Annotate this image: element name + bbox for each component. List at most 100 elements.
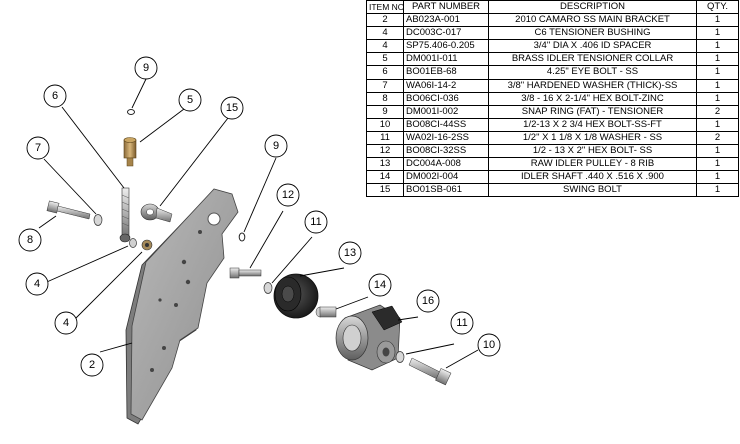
item-cell: 4 bbox=[366, 39, 404, 54]
washer-11-part bbox=[263, 282, 273, 294]
balloon-14: 14 bbox=[368, 273, 392, 297]
description-header: DESCRIPTION bbox=[488, 0, 697, 15]
svg-text:12: 12 bbox=[282, 189, 294, 201]
part-number-cell: SP75.406-0.205 bbox=[403, 39, 489, 54]
qty-cell: 1 bbox=[696, 144, 739, 159]
part-number-cell: WA06I-14-2 bbox=[403, 78, 489, 93]
description-cell: 4.25" EYE BOLT - SS bbox=[488, 65, 697, 80]
part-number-cell: DC003C-017 bbox=[403, 26, 489, 41]
item-cell: 13 bbox=[366, 157, 404, 172]
svg-text:4: 4 bbox=[34, 278, 40, 290]
idler-pulley-part bbox=[273, 273, 319, 319]
qty-cell: 1 bbox=[696, 117, 739, 132]
bom-header-row: ITEM NO. PART NUMBER DESCRIPTION QTY. bbox=[366, 0, 739, 15]
balloon-16: 16 bbox=[416, 289, 440, 313]
hex-bolt-8-part bbox=[46, 200, 91, 220]
qty-header: QTY. bbox=[696, 0, 739, 15]
part-number-cell: BO08CI-32SS bbox=[403, 144, 489, 159]
leader-lines bbox=[38, 78, 479, 369]
item-cell: 9 bbox=[366, 104, 404, 119]
balloon-9b: 9 bbox=[264, 134, 288, 158]
item-cell: 2 bbox=[366, 13, 404, 28]
qty-cell: 2 bbox=[696, 130, 739, 146]
balloon-10: 10 bbox=[477, 333, 501, 357]
idler-shaft-part bbox=[315, 306, 337, 318]
svg-text:11: 11 bbox=[456, 317, 467, 329]
qty-cell: 1 bbox=[696, 78, 739, 93]
svg-text:6: 6 bbox=[52, 90, 58, 102]
description-cell: BRASS IDLER TENSIONER COLLAR bbox=[488, 52, 697, 67]
item-cell: 4 bbox=[366, 26, 404, 41]
description-cell: 1/2" X 1 1/8 X 1/8 WASHER - SS bbox=[488, 130, 697, 146]
balloon-7: 7 bbox=[26, 136, 50, 160]
part-number-cell: AB023A-001 bbox=[403, 13, 489, 28]
item-cell: 6 bbox=[366, 65, 404, 80]
balloon-8: 8 bbox=[18, 228, 42, 252]
description-cell: IDLER SHAFT .440 X .516 X .900 bbox=[488, 170, 697, 185]
balloon-5: 5 bbox=[178, 88, 202, 112]
qty-cell: 1 bbox=[696, 52, 739, 67]
part-number-cell: DC004A-008 bbox=[403, 157, 489, 172]
description-cell: 3/8" HARDENED WASHER (THICK)-SS bbox=[488, 78, 697, 93]
svg-text:11: 11 bbox=[310, 216, 321, 228]
balloon-11b: 11 bbox=[450, 311, 474, 335]
balloon-2: 2 bbox=[80, 353, 104, 377]
tensioner-part bbox=[335, 304, 403, 371]
balloon-13: 13 bbox=[338, 241, 362, 265]
hex-bolt-10-part bbox=[408, 357, 452, 386]
description-cell: 1/2-13 X 2 3/4 HEX BOLT-SS-FT bbox=[488, 117, 697, 132]
description-cell: 3/8 - 16 X 2-1/4" HEX BOLT-ZINC bbox=[488, 91, 697, 106]
svg-text:7: 7 bbox=[35, 142, 41, 154]
balloon-6: 6 bbox=[43, 84, 67, 108]
description-cell: C6 TENSIONER BUSHING bbox=[488, 26, 697, 41]
item-no-header: ITEM NO. bbox=[366, 0, 404, 15]
qty-cell: 1 bbox=[696, 39, 739, 54]
hex-bolt-12-part bbox=[229, 267, 262, 279]
description-cell: RAW IDLER PULLEY - 8 RIB bbox=[488, 157, 697, 172]
bushing-part bbox=[141, 239, 153, 251]
description-cell: SNAP RING (FAT) - TENSIONER bbox=[488, 104, 697, 119]
snap-ring-part bbox=[127, 109, 135, 115]
qty-cell: 2 bbox=[696, 104, 739, 119]
part-number-cell: DM001I-011 bbox=[403, 52, 489, 67]
qty-cell: 1 bbox=[696, 183, 739, 198]
part-number-cell: BO08CI-44SS bbox=[403, 117, 489, 132]
svg-text:4: 4 bbox=[63, 317, 69, 329]
washer-7-part bbox=[93, 214, 103, 226]
qty-cell: 1 bbox=[696, 13, 739, 28]
item-cell: 14 bbox=[366, 170, 404, 185]
svg-text:5: 5 bbox=[187, 94, 193, 106]
qty-cell: 1 bbox=[696, 157, 739, 172]
part-number-cell: DM002I-004 bbox=[403, 170, 489, 185]
item-cell: 5 bbox=[366, 52, 404, 67]
balloon-11a: 11 bbox=[304, 210, 328, 234]
part-number-header: PART NUMBER bbox=[403, 0, 489, 15]
svg-text:10: 10 bbox=[483, 339, 495, 351]
part-number-cell: WA02I-16-2SS bbox=[403, 130, 489, 146]
part-number-cell: BO06CI-036 bbox=[403, 91, 489, 106]
spacer-part bbox=[129, 238, 137, 248]
eye-bolt-part bbox=[119, 187, 131, 243]
balloon-9a: 9 bbox=[134, 56, 158, 80]
snap-ring-2-part bbox=[238, 232, 246, 242]
item-cell: 12 bbox=[366, 144, 404, 159]
balloon-15: 15 bbox=[220, 96, 244, 120]
description-cell: SWING BOLT bbox=[488, 183, 697, 198]
part-number-cell: DM001I-002 bbox=[403, 104, 489, 119]
item-cell: 11 bbox=[366, 130, 404, 146]
balloon-12: 12 bbox=[276, 183, 300, 207]
swing-bolt-part bbox=[140, 203, 173, 223]
item-cell: 10 bbox=[366, 117, 404, 132]
main-bracket-part bbox=[125, 188, 239, 425]
part-number-cell: BO01SB-061 bbox=[403, 183, 489, 198]
